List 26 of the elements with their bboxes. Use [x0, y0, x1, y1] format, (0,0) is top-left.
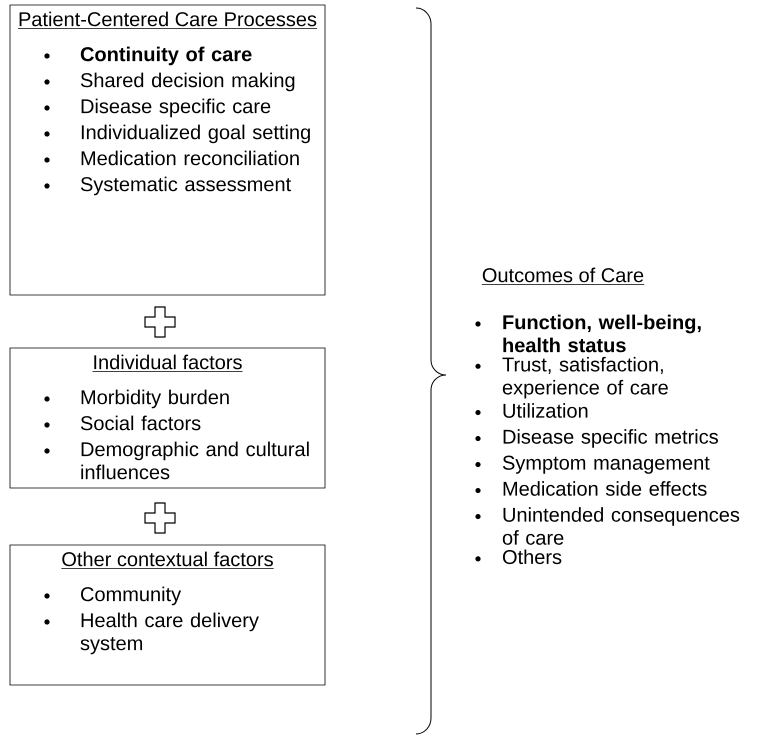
bullet-item: Health care delivery system	[44, 612, 259, 654]
text-box	[10, 544, 326, 686]
bullet-item: Community	[44, 586, 182, 606]
bullet-item: Demographic and cultural influences	[44, 442, 309, 480]
bullet-item: Shared decision making	[44, 72, 294, 92]
box-heading: Individual factors	[92, 354, 243, 372]
bullet-item: Symptom management	[475, 456, 710, 474]
bullet-item: Function, well-being, health status	[475, 314, 701, 352]
section-heading: Outcomes of Care	[482, 268, 644, 285]
text-box	[10, 4, 326, 296]
box-heading: Patient-Centered Care Processes	[18, 12, 318, 29]
bullet-item: Utilization	[475, 403, 588, 418]
bullet-item: Medication side effects	[475, 481, 707, 496]
bullet-item: Trust, satisfaction, experience of care	[475, 356, 668, 399]
bullet-item: Medication reconciliation	[44, 150, 299, 166]
bullet-item: Disease specific metrics	[475, 429, 718, 448]
bullet-item: Individualized goal setting	[44, 124, 310, 144]
bullet-item: Social factors	[44, 416, 200, 430]
bullet-item: Others	[475, 549, 562, 564]
bullet-item: Unintended consequences of care	[475, 507, 740, 545]
box-heading: Other contextual factors	[61, 552, 274, 569]
bullet-item: Continuity of care	[44, 46, 252, 66]
bullet-item: Disease specific care	[44, 98, 270, 118]
bullet-item: Systematic assessment	[44, 176, 292, 196]
bullet-item: Morbidity burden	[44, 390, 229, 408]
text-box	[10, 348, 326, 488]
